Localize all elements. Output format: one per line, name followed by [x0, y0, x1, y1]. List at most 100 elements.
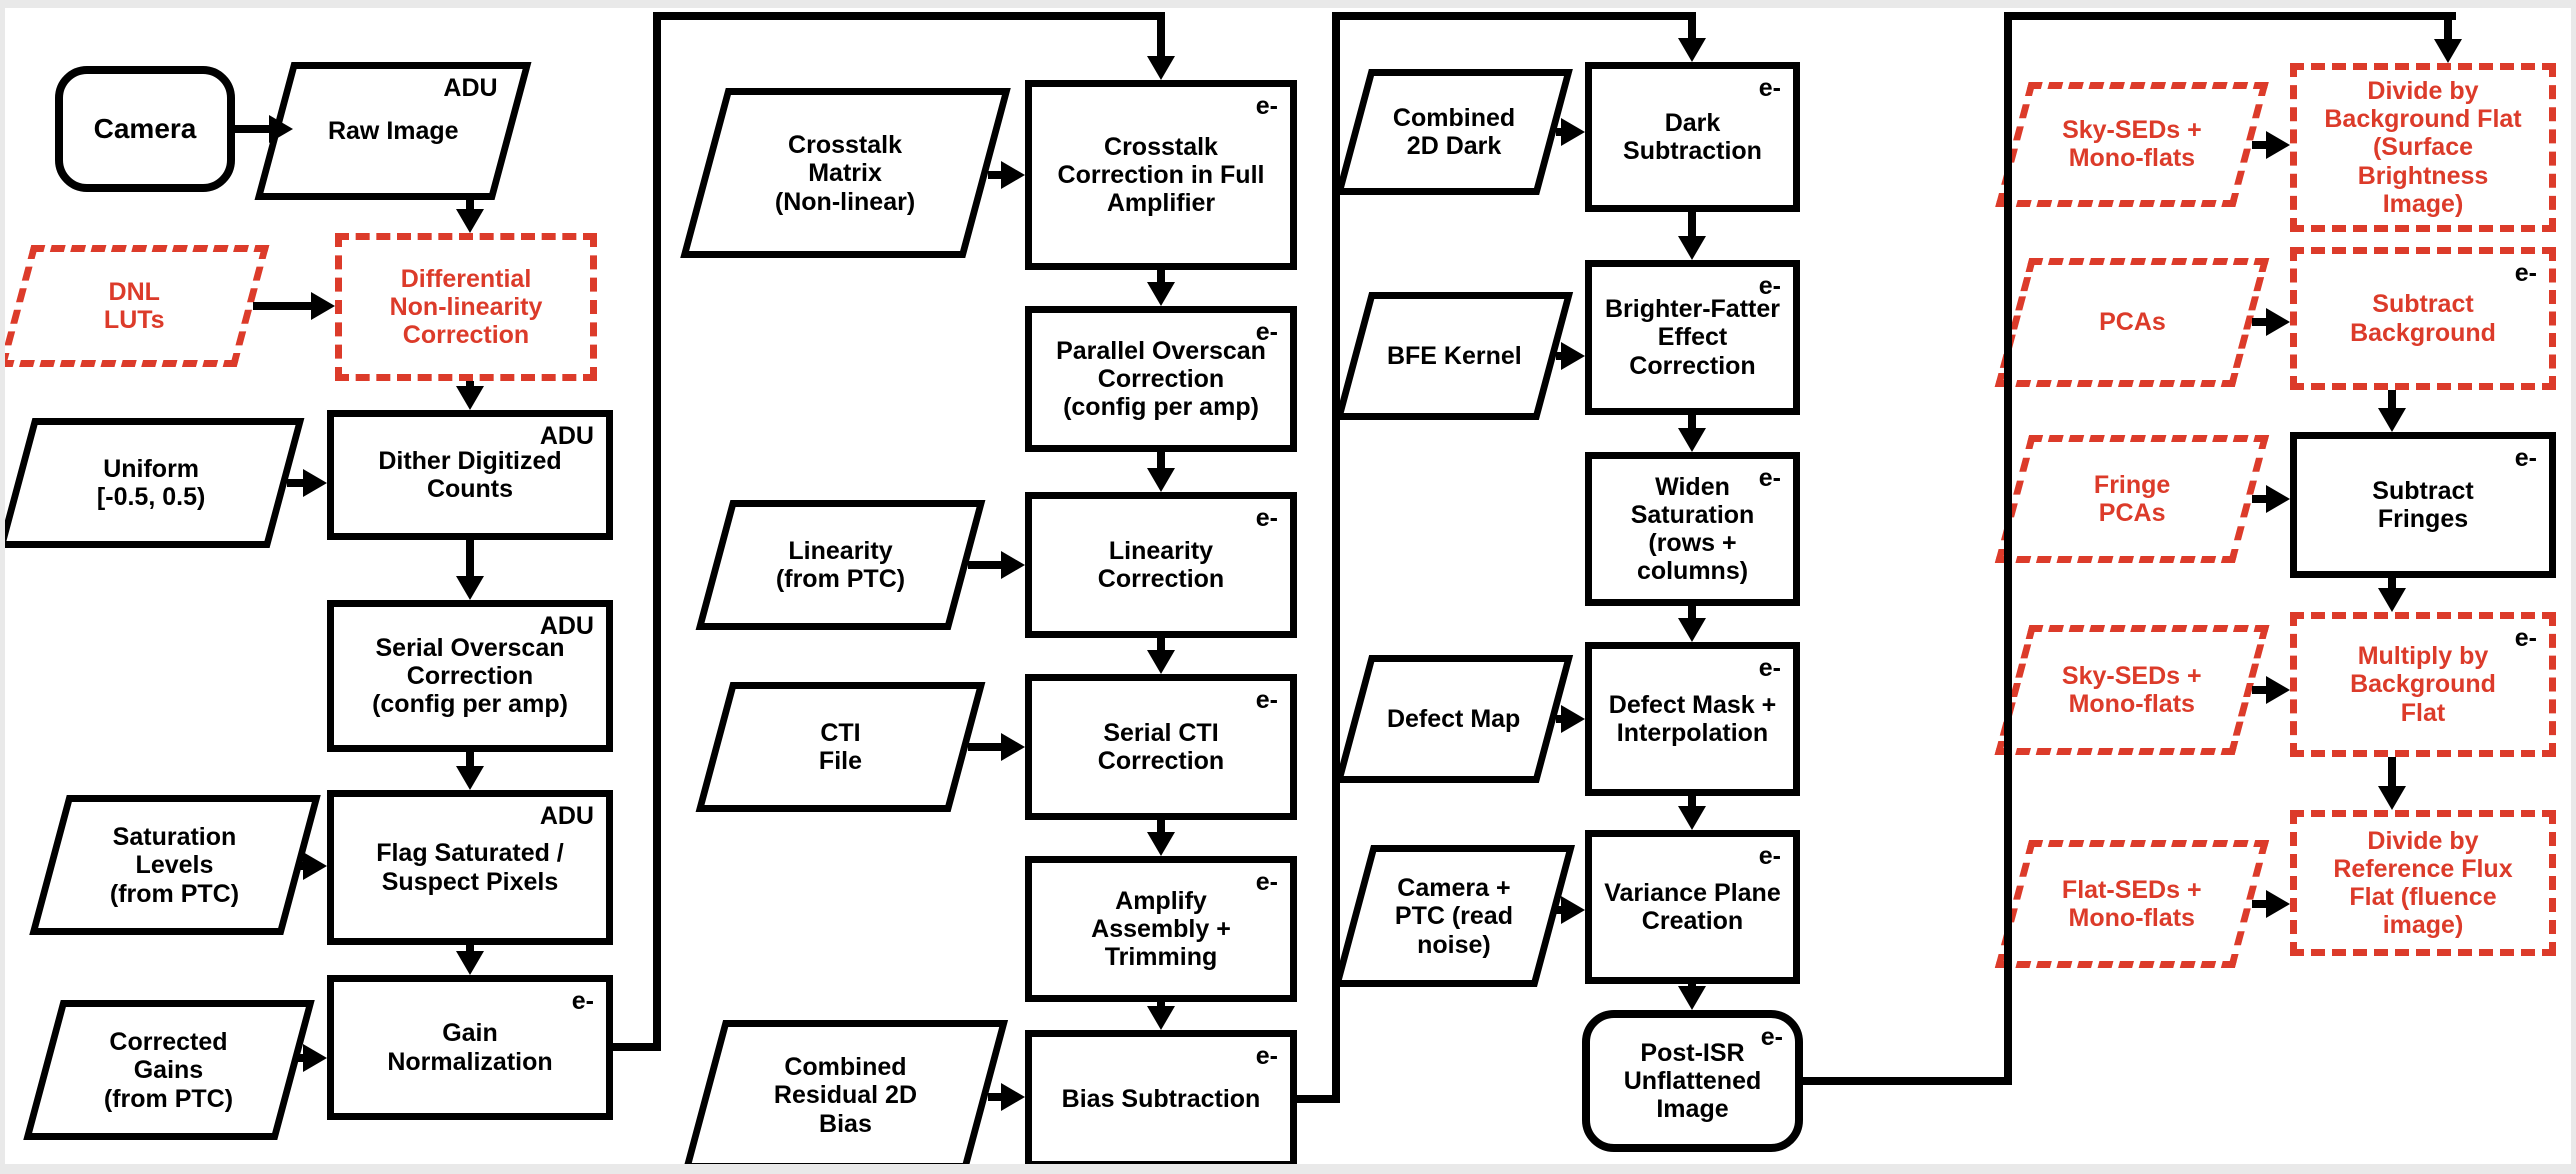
arrow-bfekernel-to-bfecorr — [1556, 352, 1563, 360]
arrowhead — [2434, 39, 2462, 63]
arrow-uniform-to-dither — [287, 479, 305, 487]
unit-tag: e- — [1255, 1042, 1278, 1070]
node-bfe-kernel: BFE Kernel — [1334, 292, 1574, 420]
arrowhead — [456, 766, 484, 790]
arrowhead — [1001, 1083, 1025, 1111]
arrowhead — [303, 1044, 327, 1072]
arrowhead — [303, 469, 327, 497]
arrowhead — [2378, 588, 2406, 612]
node-brighter-fatter-correction: e- Brighter-Fatter Effect Correction — [1585, 260, 1800, 415]
node-camera: Camera — [55, 66, 235, 192]
screen-edge-left — [0, 0, 5, 1174]
arrow-amplify-to-bias — [1157, 1002, 1165, 1008]
arrow-pcas-to-subtractbg — [2252, 318, 2268, 326]
unit-tag: e- — [2514, 259, 2537, 287]
arrow-residualbias-to-bias — [988, 1093, 1003, 1101]
arrowhead — [2266, 485, 2290, 513]
arrow-dark-to-bfe — [1688, 212, 1696, 238]
node-subtract-fringes: e- Subtract Fringes — [2290, 432, 2556, 578]
unit-tag: e- — [1255, 868, 1278, 896]
arrow-bfe-to-widen — [1688, 415, 1696, 430]
arrowhead — [456, 576, 484, 600]
unit-tag: e- — [1255, 92, 1278, 120]
screen-edge-top — [0, 0, 2576, 8]
arrowhead — [1001, 161, 1025, 189]
arrow-defectmask-to-variance — [1688, 796, 1696, 808]
arrowhead — [2266, 131, 2290, 159]
arrowhead — [1678, 986, 1706, 1010]
arrowhead — [1147, 1006, 1175, 1030]
node-combined-residual-2d-bias: Combined Residual 2D Bias — [682, 1020, 1009, 1170]
arrowhead — [269, 115, 293, 143]
arrow-gains-to-gainnorm — [294, 1054, 305, 1062]
arrowhead — [1147, 282, 1175, 306]
arrowhead — [1561, 342, 1585, 370]
node-linearity-input: Linearity (from PTC) — [695, 500, 986, 630]
node-sky-seds-mono-flats-2: Sky-SEDs + Mono-flats — [1994, 625, 2270, 755]
arrow-dither-to-serialoverscan — [466, 540, 474, 578]
node-linearity-correction: e- Linearity Correction — [1025, 492, 1297, 638]
arrow-widen-to-defectmask — [1688, 606, 1696, 620]
arrow-defectmap-to-defectmask — [1556, 715, 1563, 723]
unit-tag: ADU — [539, 802, 594, 830]
arrow-flatseds-to-divideref — [2252, 900, 2268, 908]
arrow-skyseds1-to-dividebg — [2252, 141, 2268, 149]
node-serial-overscan-correction: ADU Serial Overscan Correction (config p… — [327, 600, 613, 752]
arrowhead — [456, 386, 484, 410]
unit-tag: e- — [2514, 444, 2537, 472]
node-defect-mask-interpolation: e- Defect Mask + Interpolation — [1585, 642, 1800, 796]
node-variance-plane-creation: e- Variance Plane Creation — [1585, 830, 1800, 984]
unit-tag: ADU — [539, 612, 594, 640]
arrowhead — [311, 292, 335, 320]
arrow-subtractbg-to-fringes — [2388, 390, 2396, 410]
arrow-dnl-to-diffnl — [253, 302, 313, 310]
unit-tag: e- — [1255, 686, 1278, 714]
arrowhead — [1678, 38, 1706, 62]
unit-tag: e- — [1758, 654, 1781, 682]
arrow-raw-to-diffnl — [466, 200, 474, 212]
node-pcas: PCAs — [1994, 258, 2270, 387]
node-dnl-luts: DNL LUTs — [0, 245, 270, 367]
unit-tag: e- — [1255, 504, 1278, 532]
connector-col1-to-col2-vertical — [653, 12, 661, 1051]
arrowhead — [1147, 468, 1175, 492]
arrowhead — [1147, 650, 1175, 674]
arrowhead — [1678, 428, 1706, 452]
node-fringe-pcas: Fringe PCAs — [1994, 435, 2270, 563]
unit-tag: e- — [1255, 318, 1278, 346]
arrowhead — [1561, 118, 1585, 146]
node-flat-seds-mono-flats: Flat-SEDs + Mono-flats — [1994, 840, 2270, 968]
node-uniform-input: Uniform [-0.5, 0.5) — [0, 418, 305, 548]
node-gain-normalization: e- Gain Normalization — [327, 975, 613, 1120]
node-widen-saturation: e- Widen Saturation (rows + columns) — [1585, 452, 1800, 606]
arrow-multiply-to-divideref — [2388, 757, 2396, 788]
arrowhead — [1001, 733, 1025, 761]
node-raw-image: ADU Raw Image — [254, 62, 532, 200]
unit-tag: e- — [1758, 842, 1781, 870]
node-combined-2d-dark: Combined 2D Dark — [1335, 69, 1573, 195]
node-amplify-assembly-trimming: e- Amplify Assembly + Trimming — [1025, 856, 1297, 1002]
arrow-skyseds2-to-multiply — [2252, 686, 2268, 694]
connector-postisr-exit — [1803, 1077, 2012, 1085]
unit-tag: e- — [2514, 624, 2537, 652]
connector-drop-into-dividebg — [2444, 12, 2452, 41]
node-parallel-overscan-correction: e- Parallel Overscan Correction (config … — [1025, 306, 1297, 452]
connector-col3-to-col4-top — [2004, 12, 2456, 20]
arrowhead — [1001, 551, 1025, 579]
node-dark-subtraction: e- Dark Subtraction — [1585, 62, 1800, 212]
node-camera-ptc-read-noise: Camera + PTC (read noise) — [1332, 845, 1576, 987]
node-bias-subtraction: e- Bias Subtraction — [1025, 1030, 1297, 1168]
arrowhead — [1147, 56, 1175, 80]
arrowhead — [2266, 676, 2290, 704]
node-divide-by-background-flat: Divide by Background Flat (Surface Brigh… — [2290, 63, 2556, 232]
node-cti-file: CTI File — [695, 682, 986, 812]
arrowhead — [456, 209, 484, 233]
arrow-diffnl-to-dither — [466, 381, 474, 389]
connector-gainnorm-exit — [613, 1043, 661, 1051]
arrow-cameraptc-to-variance — [1556, 906, 1563, 914]
node-multiply-by-background-flat: e- Multiply by Background Flat — [2290, 612, 2556, 757]
node-crosstalk-correction: e- Crosstalk Correction in Full Amplifie… — [1025, 80, 1297, 270]
unit-tag: e- — [1758, 464, 1781, 492]
arrowhead — [303, 852, 327, 880]
arrowhead — [456, 951, 484, 975]
